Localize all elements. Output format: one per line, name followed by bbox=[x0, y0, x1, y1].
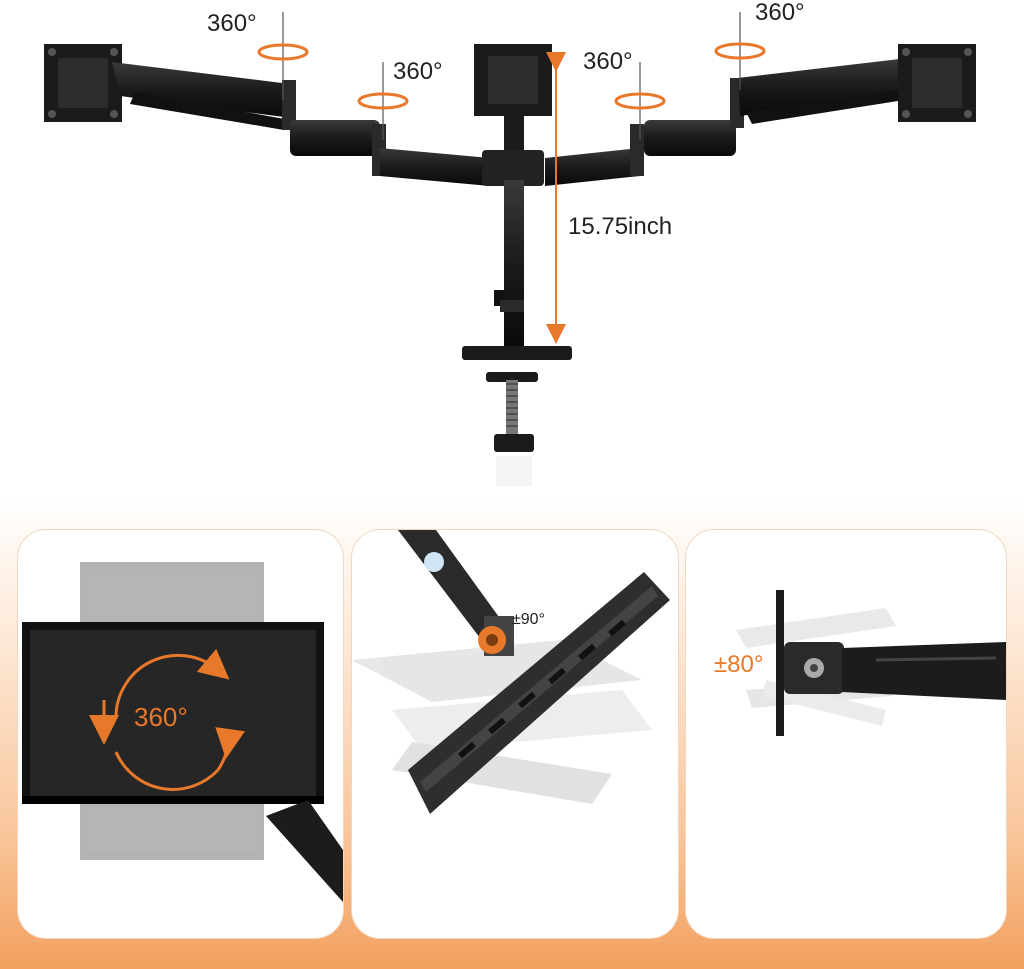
desk-clamp bbox=[462, 346, 572, 486]
swivel-panel-illustration: ±80° bbox=[714, 590, 1006, 736]
rotation-panel: 360° bbox=[18, 530, 343, 938]
rotation-indicator-2 bbox=[357, 62, 409, 140]
rotate-label: 360° bbox=[134, 702, 188, 732]
right-vesa-plate bbox=[898, 44, 976, 122]
tilt-joint-icon bbox=[478, 626, 506, 654]
tilt-label: ±90° bbox=[512, 611, 545, 628]
right-center-arm bbox=[545, 148, 640, 186]
rotation-circle-icon bbox=[89, 648, 245, 791]
right-inner-arm bbox=[630, 120, 736, 176]
rotation-label-1: 360° bbox=[207, 10, 257, 37]
left-gas-arm bbox=[112, 62, 296, 130]
triple-monitor-arm-illustration: 360° 360° 360° 360° 15.75inch bbox=[44, 0, 976, 486]
left-inner-arm bbox=[290, 120, 386, 176]
rotation-indicator-1 bbox=[257, 12, 309, 100]
rotation-label-3: 360° bbox=[583, 48, 633, 75]
center-pole bbox=[482, 150, 544, 352]
left-center-arm bbox=[380, 148, 490, 186]
landscape-monitor bbox=[22, 622, 324, 804]
center-vesa-plate bbox=[474, 44, 552, 152]
edge-on-vesa-plate bbox=[776, 590, 784, 736]
swivel-joint bbox=[784, 642, 844, 694]
swivel-label: ±80° bbox=[714, 651, 763, 678]
height-label: 15.75inch bbox=[568, 213, 672, 240]
tilt-panel-illustration: ±90° bbox=[352, 530, 670, 814]
tilted-vesa-plate bbox=[408, 572, 670, 814]
rotation-label-4: 360° bbox=[755, 0, 805, 26]
rotation-indicator-3 bbox=[614, 62, 666, 140]
swivel-panel: ±80° bbox=[686, 530, 1006, 938]
rotation-indicator-4 bbox=[714, 12, 766, 90]
rotation-panel-illustration: 360° bbox=[22, 562, 343, 902]
tilt-panel: ±90° bbox=[352, 530, 678, 938]
arm-stub bbox=[266, 800, 343, 902]
left-vesa-plate bbox=[44, 44, 122, 122]
swivel-arm bbox=[842, 642, 1006, 700]
rotation-label-2: 360° bbox=[393, 58, 443, 85]
right-gas-arm bbox=[730, 58, 910, 128]
